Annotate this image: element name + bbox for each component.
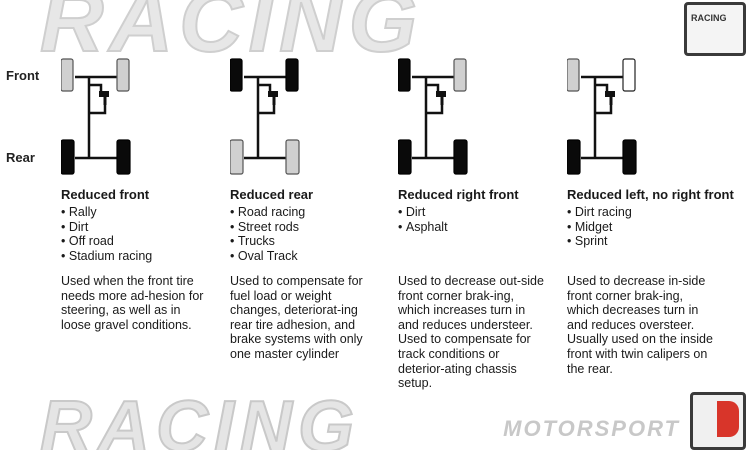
- list-item: Street rods: [230, 220, 305, 235]
- tire-rear-left: [398, 139, 412, 175]
- application-list: Dirt Asphalt: [398, 205, 448, 234]
- tire-front-left: [61, 58, 74, 92]
- list-item: Rally: [61, 205, 152, 220]
- panel-title: Reduced rear: [230, 187, 314, 202]
- watermark-bottom: RACING MOTORSPORT: [0, 388, 750, 450]
- tire-rear-right: [116, 139, 131, 175]
- tire-front-left: [398, 58, 411, 92]
- watermark-bottom-subtitle: MOTORSPORT: [503, 416, 680, 441]
- list-item: Stadium racing: [61, 249, 152, 264]
- proportioning-valve: [605, 91, 615, 97]
- chassis-diagram: [398, 58, 468, 175]
- panel-title: Reduced right front: [398, 187, 519, 202]
- brake-line-branch: [595, 83, 613, 115]
- list-item: Dirt racing: [567, 205, 632, 220]
- tire-front-right: [285, 58, 299, 92]
- rear-label: Rear: [6, 150, 35, 165]
- list-item: Off road: [61, 234, 152, 249]
- proportioning-valve: [99, 91, 109, 97]
- list-item: Asphalt: [398, 220, 448, 235]
- application-list: Dirt racing Midget Sprint: [567, 205, 632, 249]
- logo-badge-top: RACING: [684, 2, 746, 56]
- tire-front-right: [622, 58, 636, 92]
- chassis-diagram: [61, 58, 131, 175]
- list-item: Midget: [567, 220, 632, 235]
- brake-line-branch: [426, 83, 444, 115]
- tire-rear-left: [567, 139, 581, 175]
- logo-badge-text: RACING: [691, 13, 727, 23]
- tire-rear-right: [622, 139, 637, 175]
- logo-red-mark: [717, 401, 739, 437]
- list-item: Road racing: [230, 205, 305, 220]
- tire-rear-right: [285, 139, 300, 175]
- application-list: Rally Dirt Off road Stadium racing: [61, 205, 152, 263]
- front-label: Front: [6, 68, 40, 83]
- watermark-top: RACING: [0, 0, 750, 55]
- list-item: Dirt: [61, 220, 152, 235]
- tire-front-left: [567, 58, 580, 92]
- chassis-diagram: [230, 58, 300, 175]
- panel-description: Used to decrease in-side front corner br…: [567, 274, 713, 376]
- tire-rear-left: [61, 139, 75, 175]
- proportioning-valve: [436, 91, 446, 97]
- tire-front-right: [453, 58, 467, 92]
- panel-description: Used to compensate for fuel load or weig…: [230, 274, 363, 361]
- tire-rear-left: [230, 139, 244, 175]
- tire-front-right: [116, 58, 130, 92]
- watermark-bottom-text: RACING: [39, 388, 360, 450]
- chassis-diagram: [567, 58, 637, 175]
- tire-front-left: [230, 58, 243, 92]
- panel-title: Reduced left, no right front: [567, 187, 734, 202]
- panel-title: Reduced front: [61, 187, 150, 202]
- logo-badge-bottom: [690, 392, 746, 450]
- proportioning-valve: [268, 91, 278, 97]
- watermark-top-text: RACING: [39, 0, 424, 55]
- application-list: Road racing Street rods Trucks Oval Trac…: [230, 205, 305, 263]
- tire-rear-right: [453, 139, 468, 175]
- panel-description: Used when the front tire needs more ad-h…: [61, 274, 204, 332]
- panel-description: Used to decrease out-side front corner b…: [398, 274, 544, 391]
- list-item: Sprint: [567, 234, 632, 249]
- list-item: Dirt: [398, 205, 448, 220]
- list-item: Oval Track: [230, 249, 305, 264]
- brake-line-branch: [258, 83, 276, 115]
- list-item: Trucks: [230, 234, 305, 249]
- brake-line-branch: [89, 83, 107, 115]
